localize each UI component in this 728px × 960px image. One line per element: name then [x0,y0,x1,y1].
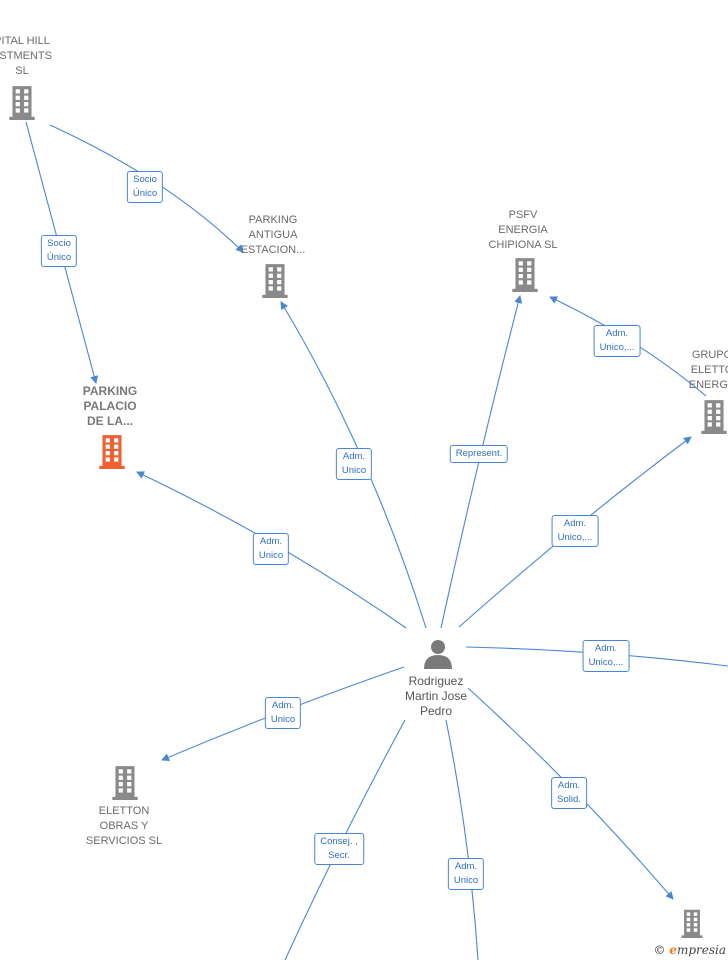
edge-person-offscreen-bottom [445,719,479,960]
edge-label-person-antigua[interactable]: Adm. Unico [335,448,373,480]
building-icon [262,264,288,298]
copyright-symbol: © [653,943,666,957]
node-label-grupo[interactable]: GRUPO ELETTO ENERGY [688,349,728,391]
node-label-palacio[interactable]: PARKING PALACIO DE LA... [82,384,138,428]
edge-label-person-grupo[interactable]: Adm. Unico,... [551,515,599,547]
building-icon [512,258,538,292]
edge-label-person-offscreen-bottom-left[interactable]: Consej. , Secr. [314,833,364,865]
building-highlight-icon [99,435,125,469]
node-label-person[interactable]: Rodriguez Martin Jose Pedro [404,674,468,718]
edge-label-person-psfv[interactable]: Represent. [449,445,509,463]
building-icon [701,400,727,434]
building-icon [9,86,35,120]
building-icon [681,909,703,938]
edge-label-person-eletton[interactable]: Adm. Unico [264,697,302,729]
person-icon [424,640,452,669]
node-label-antigua[interactable]: PARKING ANTIGUA ESTACION... [240,214,306,256]
node-label-eletton[interactable]: ELETTON OBRAS Y SERVICIOS SL [85,805,163,847]
building-icon [112,766,138,800]
edge-label-person-palacio[interactable]: Adm. Unico [252,533,290,565]
brand-name: mpresia [676,943,726,957]
brand-initial: e [669,943,677,957]
footer-brand: © empresia [653,943,726,957]
node-label-psfv[interactable]: PSFV ENERGIA CHIPIONA SL [488,209,558,251]
edge-label-person-offscreen-right[interactable]: Adm. Unico,... [582,640,630,672]
node-label-capital[interactable]: PITAL HILL ESTMENTS SL [0,35,52,77]
edge-label-grupo-psfv[interactable]: Adm. Unico,... [593,325,641,357]
edge-label-person-offscreen-bottom[interactable]: Adm. Unico [447,858,485,890]
edge-label-capital-antigua[interactable]: Socio Único [126,171,164,203]
edge-label-person-bottomright[interactable]: Adm. Solid. [551,777,587,809]
edge-label-capital-palacio[interactable]: Socio Único [40,235,78,267]
